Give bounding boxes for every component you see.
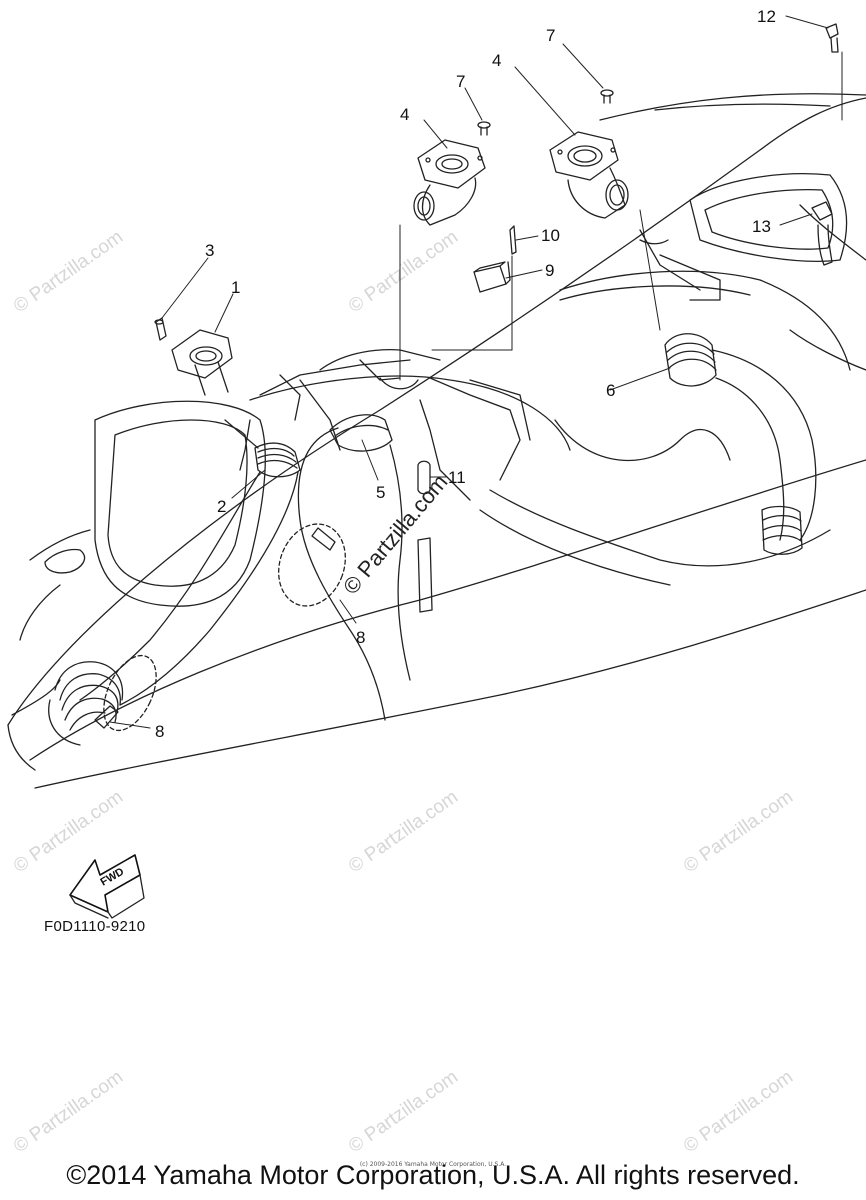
callout-11: 11 — [448, 468, 466, 487]
rear-deck — [639, 173, 848, 301]
callout-9: 9 — [545, 261, 554, 280]
part-6-rear-duct — [664, 333, 817, 555]
callout-3: 3 — [205, 241, 214, 260]
front-intake-bellows — [48, 661, 124, 746]
callout-5: 5 — [376, 483, 385, 502]
callout-13: 13 — [752, 217, 771, 236]
callout-labels: 1 2 3 4 4 5 6 7 7 8 8 9 10 11 12 13 — [155, 7, 776, 741]
part-8-clamps — [94, 523, 346, 732]
hardware-parts — [154, 23, 839, 613]
callout-8-lower: 8 — [155, 722, 164, 741]
part-5-duct — [297, 414, 411, 721]
callout-12: 12 — [757, 7, 776, 26]
callout-4-left: 4 — [400, 105, 409, 124]
part-1-intake-flange — [171, 329, 233, 396]
fwd-arrow-icon: FWD — [69, 854, 145, 919]
small-print: (c) 2009-2016 Yamaha Motor Corporation, … — [359, 1161, 507, 1168]
callout-10: 10 — [541, 226, 560, 245]
part-2-bellows-duct — [79, 419, 301, 706]
deck-frame — [94, 270, 851, 607]
callout-1: 1 — [231, 278, 240, 297]
callout-8-upper: 8 — [356, 628, 365, 647]
copyright-notice: ©2014 Yamaha Motor Corporation, U.S.A. A… — [66, 1160, 800, 1190]
callout-4-right: 4 — [492, 51, 501, 70]
callout-2: 2 — [217, 497, 226, 516]
callout-7-left: 7 — [456, 72, 465, 91]
hull-outline — [7, 93, 866, 789]
leader-lines — [109, 15, 843, 729]
figure-id: F0D1110-9210 — [44, 918, 146, 935]
part-4-cover-left — [413, 139, 486, 226]
part-4-cover-right — [549, 131, 629, 219]
callout-6: 6 — [606, 381, 615, 400]
callout-7-right: 7 — [546, 26, 555, 45]
